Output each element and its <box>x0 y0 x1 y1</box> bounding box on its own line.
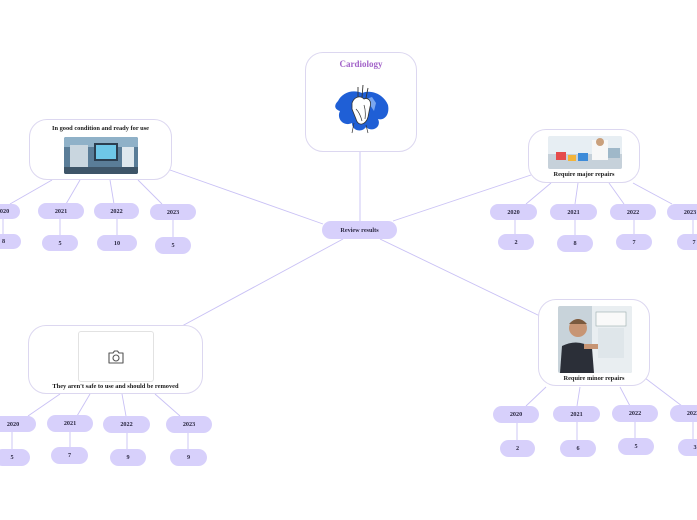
year-node[interactable]: 2022 <box>612 405 658 422</box>
year-node[interactable]: 2020 <box>0 416 36 432</box>
major-repairs-node[interactable]: Require major repairs <box>528 129 640 183</box>
year-node[interactable]: 2022 <box>94 203 139 219</box>
year-node[interactable]: 2023 <box>166 416 212 433</box>
image-placeholder <box>78 331 154 382</box>
value-node[interactable]: 3 <box>678 439 697 456</box>
year-node[interactable]: 2022 <box>103 416 150 433</box>
value-node[interactable]: 7 <box>51 447 88 464</box>
value-node[interactable]: 2 <box>498 234 534 250</box>
value-node[interactable]: 9 <box>170 449 207 466</box>
year-node[interactable]: 2020 <box>490 204 537 220</box>
unsafe-node[interactable]: They aren't safe to use and should be re… <box>28 325 203 394</box>
year-node[interactable]: 2021 <box>550 204 597 220</box>
year-node[interactable]: 2023 <box>667 204 697 220</box>
year-node[interactable]: 2021 <box>553 406 600 422</box>
value-node[interactable]: 5 <box>42 235 78 251</box>
value-node[interactable]: 6 <box>560 440 596 457</box>
value-node[interactable]: 7 <box>677 234 697 250</box>
good-condition-label: In good condition and ready for use <box>51 125 150 132</box>
minor-repairs-node[interactable]: Require minor repairs <box>538 299 650 386</box>
value-node[interactable]: 9 <box>110 449 146 466</box>
camera-icon <box>107 349 125 365</box>
value-node[interactable]: 8 <box>557 235 593 252</box>
value-node[interactable]: 5 <box>0 449 30 466</box>
year-node[interactable]: 2021 <box>47 415 93 432</box>
central-topic-title: Cardiology <box>339 59 383 69</box>
unsafe-label: They aren't safe to use and should be re… <box>52 383 179 390</box>
anatomical-heart-icon <box>332 79 392 139</box>
value-node[interactable]: 5 <box>618 438 654 455</box>
minor-repairs-label: Require minor repairs <box>563 375 625 382</box>
repair-workshop-photo <box>548 136 622 169</box>
value-node[interactable]: 8 <box>0 234 21 249</box>
review-results-node[interactable]: Review results <box>322 221 397 239</box>
year-node[interactable]: 2023 <box>670 405 697 422</box>
year-node[interactable]: 2020 <box>493 406 539 423</box>
value-node[interactable]: 5 <box>155 237 191 254</box>
technician-photo <box>558 306 632 373</box>
good-condition-node[interactable]: In good condition and ready for use <box>29 119 172 180</box>
value-node[interactable]: 7 <box>616 234 652 250</box>
year-node[interactable]: 2023 <box>150 204 196 220</box>
central-topic-node[interactable]: Cardiology <box>305 52 417 152</box>
year-node[interactable]: 2022 <box>610 204 656 220</box>
year-node[interactable]: 2021 <box>38 203 84 219</box>
value-node[interactable]: 10 <box>97 235 137 251</box>
medical-equipment-photo <box>64 137 138 174</box>
year-node[interactable]: 2020 <box>0 204 20 219</box>
value-node[interactable]: 2 <box>500 440 535 457</box>
major-repairs-label: Require major repairs <box>553 171 615 178</box>
